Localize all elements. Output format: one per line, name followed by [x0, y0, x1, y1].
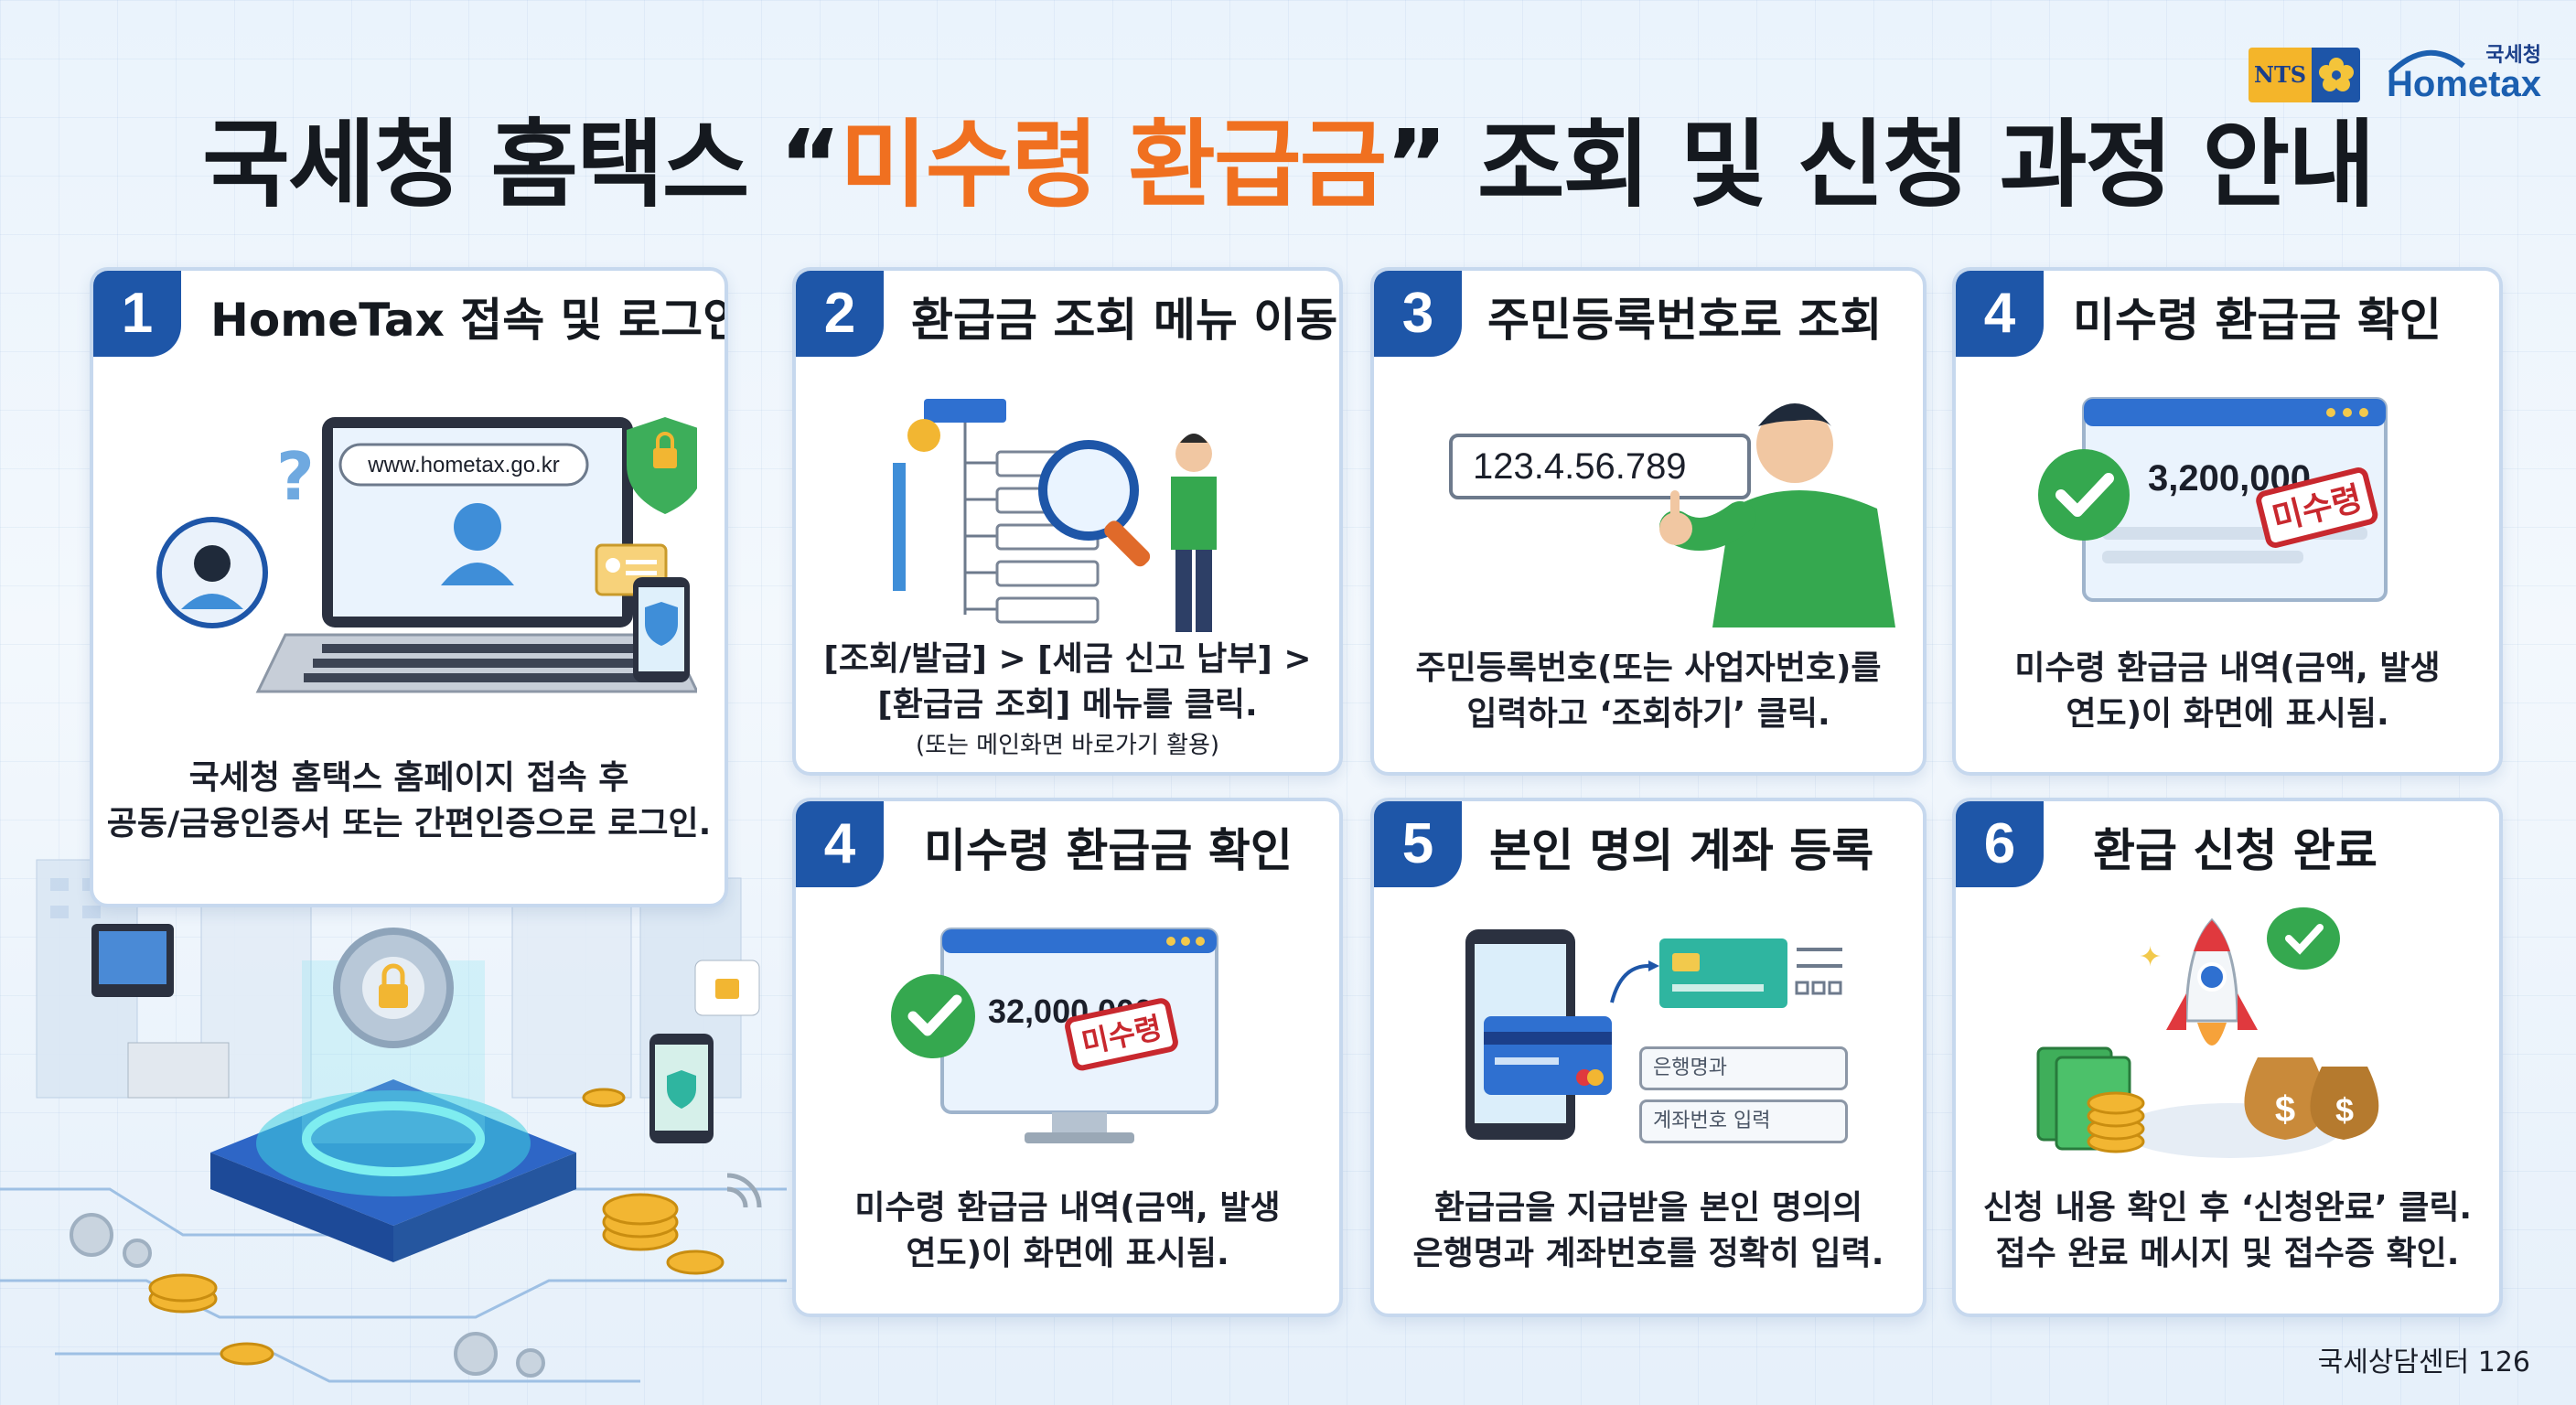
step-description: 미수령 환급금 내역(금액, 발생 연도)이 화면에 표시됨.: [854, 1189, 1281, 1272]
step-number: 2: [796, 271, 884, 357]
step-number: 4: [796, 801, 884, 887]
title-highlight: 미수령 환급금: [840, 109, 1387, 220]
completion-illustration: $ $ ✦: [2036, 907, 2379, 1158]
svg-text:$: $: [2335, 1091, 2354, 1129]
flower-icon: [2312, 48, 2360, 102]
shield-lock-icon: [627, 417, 697, 514]
rrn-input[interactable]: 123.4.56.789: [1449, 434, 1751, 499]
step-title: 환급금 조회 메뉴 이동: [911, 294, 1338, 347]
step-description: 국세청 홈택스 홈페이지 접속 후 공동/금융인증서 또는 간편인증으로 로그인…: [106, 759, 712, 842]
phone-shield-icon: [633, 577, 690, 682]
step-title: HomeTax 접속 및 로그인: [210, 294, 728, 347]
svg-text:$: $: [2275, 1089, 2295, 1130]
step-number: 1: [93, 271, 181, 357]
menu-illustration: [893, 399, 1217, 632]
step-number: 4: [1956, 271, 2044, 357]
account-illustration: [1465, 929, 1842, 1140]
step-card-2: 2 환급금 조회 메뉴 이동: [792, 267, 1343, 776]
check-bubble-icon: [2267, 907, 2340, 970]
account-number-field[interactable]: 계좌번호 입력: [1639, 1099, 1848, 1143]
stamp-icon: 미수령: [2256, 467, 2378, 548]
step-title: 주민등록번호로 조회: [1487, 294, 1883, 347]
step-description: [조회/발급] > [세금 신고 납부] > [환급금 조회] 메뉴를 클릭. …: [823, 640, 1312, 759]
step-title: 환급 신청 완료: [2093, 824, 2377, 877]
hometax-logo: 국세청 Hometax: [2387, 44, 2541, 104]
step-title: 미수령 환급금 확인: [924, 824, 1293, 877]
step-card-3: 3 주민등록번호로 조회 123.4.56.789 주민등록번호(또는 사업자번…: [1370, 267, 1927, 776]
person-pointing-icon: [1659, 403, 1895, 627]
step-card-4a: 4 미수령 환급금 확인 3,200,000 미수령 미수령 환급금 내역(금액…: [1952, 267, 2503, 776]
step-number: 6: [1956, 801, 2044, 887]
url-text: www.hometax.go.kr: [367, 453, 559, 477]
check-circle-icon: [891, 974, 975, 1058]
footer-contact: 국세상담센터 126: [2317, 1346, 2530, 1378]
cash-icon: [2036, 1046, 2145, 1153]
question-icon: ?: [276, 438, 315, 515]
bank-name-field[interactable]: 은행명과: [1639, 1046, 1848, 1090]
step-description: 신청 내용 확인 후 ‘신청완료’ 클릭. 접수 완료 메시지 및 접수증 확인…: [1982, 1189, 2473, 1272]
bank-card-icon: [1484, 1016, 1612, 1095]
page-title: 국세청 홈택스 “미수령 환급금” 조회 및 신청 과정 안내: [202, 109, 2376, 220]
step-number: 5: [1374, 801, 1462, 887]
step-description: 환급금을 지급받을 본인 명의의 은행명과 계좌번호를 정확히 입력.: [1412, 1189, 1884, 1272]
step-title: 미수령 환급금 확인: [2073, 294, 2442, 347]
step-number: 3: [1374, 271, 1462, 357]
step-description: 미수령 환급금 내역(금액, 발생 연도)이 화면에 표시됨.: [2014, 649, 2441, 733]
magnifier-icon: [1038, 440, 1151, 567]
roof-icon: [2388, 49, 2465, 76]
nts-logo: NTS: [2249, 48, 2360, 102]
step-description: 주민등록번호(또는 사업자번호)를 입력하고 ‘조회하기’ 클릭.: [1415, 649, 1882, 733]
user-avatar-icon: [156, 517, 268, 628]
step-card-5: 5 본인 명의 계좌 등록 은행명과 계좌번호 입력 환급금을 지급받을 본인 …: [1370, 798, 1927, 1317]
check-circle-icon: [2038, 449, 2130, 541]
city-illustration: [0, 822, 787, 1383]
person-icon: [1171, 434, 1217, 632]
amount-monitor-illustration: 32,000,000 미수령: [891, 928, 1218, 1143]
rocket-icon: [2166, 917, 2258, 1046]
step-card-1: 1 HomeTax 접속 및 로그인 ? www.hometax.go.kr: [90, 267, 728, 907]
stamp-icon: 미수령: [1065, 998, 1178, 1071]
amount-window-illustration: 3,200,000 미수령: [2038, 397, 2388, 602]
step-card-6: 6 환급 신청 완료 $ $ ✦ 신청 내용 확: [1952, 798, 2503, 1317]
money-bag-icon: $ $: [2244, 1057, 2379, 1140]
step-card-4b: 4 미수령 환급금 확인 32,000,000 미수령 미수령 환급금 내역(금…: [792, 798, 1343, 1317]
step-title: 본인 명의 계좌 등록: [1489, 824, 1874, 877]
login-illustration: ? www.hometax.go.kr: [156, 417, 697, 693]
svg-text:✦: ✦: [2139, 941, 2162, 973]
